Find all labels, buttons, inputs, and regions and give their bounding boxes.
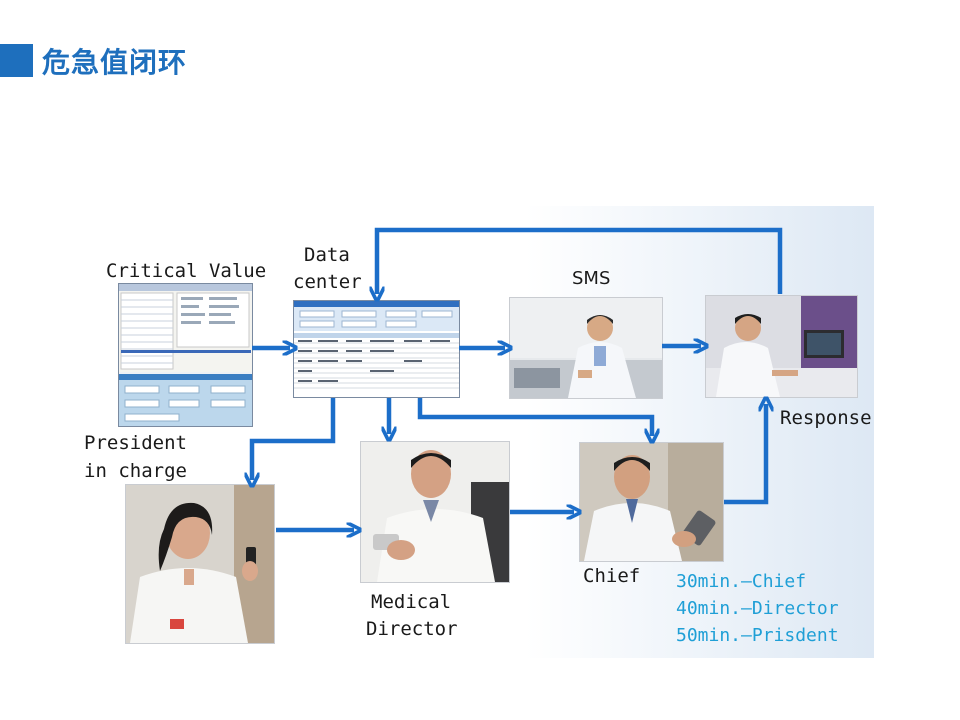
- medical-director-label-line1: Medical: [371, 591, 452, 613]
- sms-doctor-photo: [509, 297, 663, 399]
- slide-title: 危急值闭环: [42, 46, 188, 79]
- critical-value-screenshot-graphic: [119, 284, 252, 426]
- president-photo: [125, 484, 275, 644]
- medical-director-photo: [360, 441, 510, 583]
- arrow-response-to-data-center: [377, 227, 783, 294]
- chief-label: Chief: [583, 565, 641, 587]
- critical-value-screenshot: [118, 283, 253, 427]
- response-doctor-photo: [705, 295, 858, 398]
- president-label-line1: President: [84, 432, 187, 454]
- timing-director: 40min.—Director: [676, 598, 839, 619]
- arrow-data-center-to-president: [252, 398, 336, 480]
- data-center-label-line2: center: [293, 271, 362, 293]
- arrow-data-center-to-chief: [417, 398, 652, 436]
- sms-label: SMS: [572, 268, 611, 289]
- response-label: Response: [780, 407, 872, 429]
- chief-photo: [579, 442, 724, 562]
- data-center-screenshot-graphic: [294, 301, 459, 389]
- critical-value-label: Critical Value: [106, 260, 267, 282]
- sms-doctor-illustration: [510, 298, 662, 398]
- president-illustration: [126, 485, 274, 643]
- data-center-label-line1: Data: [304, 244, 350, 266]
- response-doctor-illustration: [706, 296, 857, 397]
- data-center-screenshot: [293, 300, 460, 398]
- arrow-chief-to-response: [724, 404, 766, 505]
- medical-director-label-line2: Director: [366, 618, 458, 640]
- timing-president: 50min.—Prisdent: [676, 625, 839, 646]
- chief-illustration: [580, 443, 723, 561]
- timing-chief: 30min.—Chief: [676, 571, 807, 592]
- president-label-line2: in charge: [84, 460, 187, 482]
- medical-director-illustration: [361, 442, 509, 582]
- title-accent-bar: [0, 44, 33, 77]
